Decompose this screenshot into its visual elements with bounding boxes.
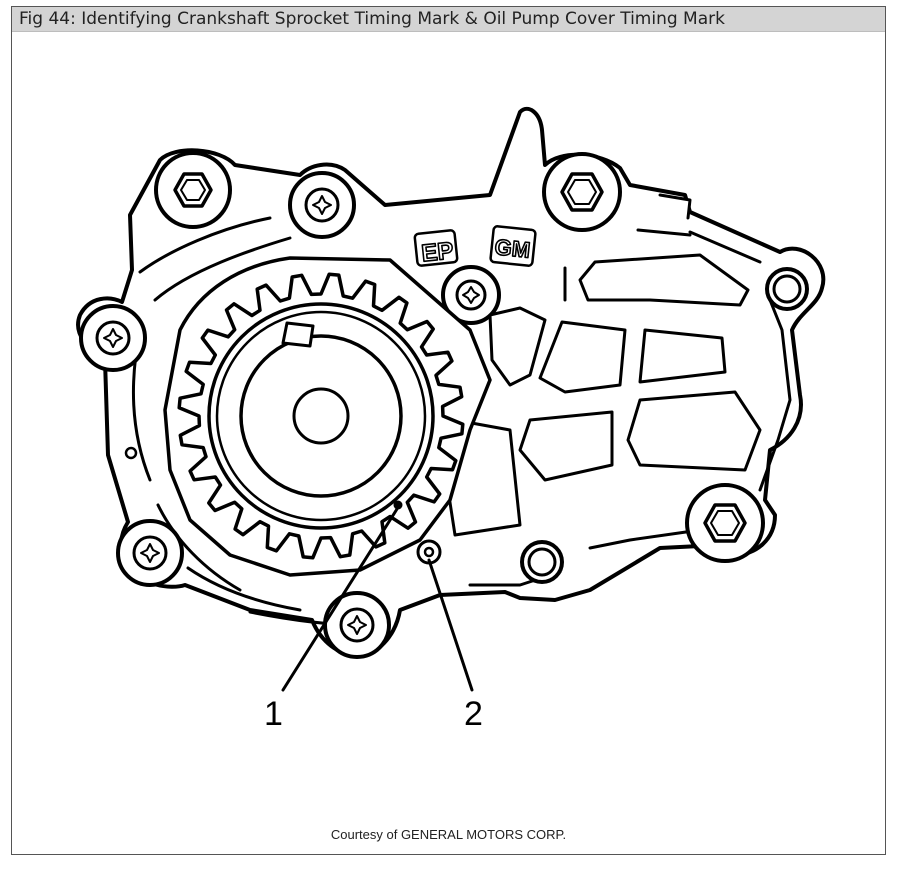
bolt-hex-bottom-right bbox=[685, 483, 765, 563]
housing-inner-rim bbox=[131, 216, 362, 627]
sprocket-keyway bbox=[281, 321, 315, 348]
dowel-hole-right bbox=[765, 267, 809, 311]
bolt-hex-top-left bbox=[154, 151, 232, 229]
dowel-hole-bottom bbox=[520, 540, 564, 584]
casting-mark-ep: EP bbox=[413, 229, 459, 268]
crankshaft-sprocket bbox=[177, 272, 465, 560]
sprocket-timing-mark bbox=[393, 500, 403, 510]
housing-right-rim bbox=[468, 230, 792, 587]
casting-mark-gm-text: GM bbox=[494, 234, 532, 263]
torx-bolt-bottom-left bbox=[116, 519, 184, 587]
callout-label-2: 2 bbox=[464, 695, 483, 733]
torx-bolt-top bbox=[288, 171, 356, 239]
torx-bolt-center bbox=[441, 265, 501, 325]
callout-label-1: 1 bbox=[264, 695, 283, 733]
leader-line-2 bbox=[427, 558, 474, 692]
sprocket-hub-inner bbox=[215, 310, 427, 522]
title-bar: Fig 44: Identifying Crankshaft Sprocket … bbox=[12, 7, 885, 32]
small-hole-left bbox=[124, 446, 138, 460]
torx-bolt-bottom bbox=[323, 591, 391, 659]
figure-title: Fig 44: Identifying Crankshaft Sprocket … bbox=[19, 9, 725, 29]
torx-bolt-left bbox=[79, 304, 147, 372]
bolt-hex-top-right bbox=[542, 152, 622, 232]
casting-mark-ep-text: EP bbox=[420, 237, 455, 267]
leader-line-1 bbox=[281, 507, 399, 692]
housing-rib-pockets bbox=[443, 193, 762, 537]
casting-mark-gm: GM bbox=[489, 225, 537, 267]
courtesy-caption: Courtesy of GENERAL MOTORS CORP. bbox=[330, 827, 567, 842]
sprocket-center-bore bbox=[292, 387, 350, 445]
